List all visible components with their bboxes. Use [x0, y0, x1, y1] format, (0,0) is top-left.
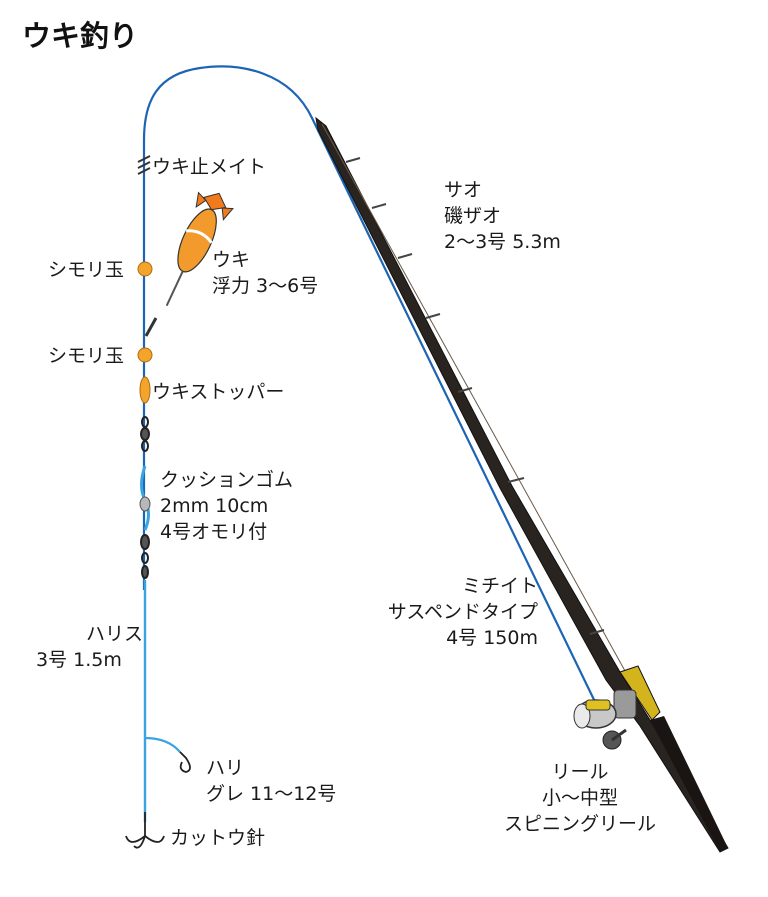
swivel-lower [140, 534, 150, 579]
rod-spec-label: 2〜3号 5.3m [444, 231, 561, 253]
hook-spec-label: グレ 11〜12号 [206, 783, 337, 805]
uki-stop-knot-label: ウキ止メイト [152, 156, 267, 178]
reel-name-label: リール [551, 761, 609, 783]
rod-grip [619, 665, 661, 721]
shimori-bead-bottom [137, 347, 153, 363]
float-spec-label: 浮力 3〜6号 [212, 275, 319, 297]
reel-size-label: 小〜中型 [541, 787, 618, 809]
cut-hook-label: カットウ針 [170, 827, 266, 849]
cut-hook [125, 812, 165, 849]
rod-type-label: 磯ザオ [444, 205, 502, 227]
harisu-spec-label: 3号 1.5m [36, 649, 122, 671]
hook-name-label: ハリ [206, 757, 245, 779]
reel-type-label: スピニングリール [503, 813, 656, 835]
cushion-size-label: 2mm 10cm [160, 495, 269, 517]
float-swivel [144, 317, 158, 337]
cushion-weight-label: 4号オモリ付 [160, 521, 268, 543]
line-type-label: サスペンドタイプ [387, 601, 538, 623]
harisu-name-label: ハリス [86, 623, 144, 645]
line-name-label: ミチイト [461, 575, 538, 597]
uki-stopper [139, 376, 151, 404]
cushion-sinker [139, 496, 151, 512]
main-line [142, 65, 599, 709]
uki-stopper-label: ウキストッパー [152, 381, 285, 403]
rod-name-label: サオ [444, 179, 483, 201]
shimori-top-label: シモリ玉 [48, 259, 125, 281]
shimori-bottom-label: シモリ玉 [48, 345, 125, 367]
cushion-name-label: クッションゴム [160, 469, 294, 491]
shimori-bead-top [137, 261, 153, 277]
float [165, 191, 234, 307]
reel [573, 689, 637, 750]
page-title: ウキ釣り [22, 19, 139, 53]
hook-branch [144, 736, 181, 753]
uki-stop-knot [137, 155, 151, 175]
float-name-label: ウキ [212, 249, 251, 271]
rod-butt [650, 716, 728, 852]
rod-guides [345, 157, 605, 635]
swivel-upper [140, 416, 150, 452]
line-spec-label: 4号 150m [446, 627, 538, 649]
hook [179, 751, 191, 773]
